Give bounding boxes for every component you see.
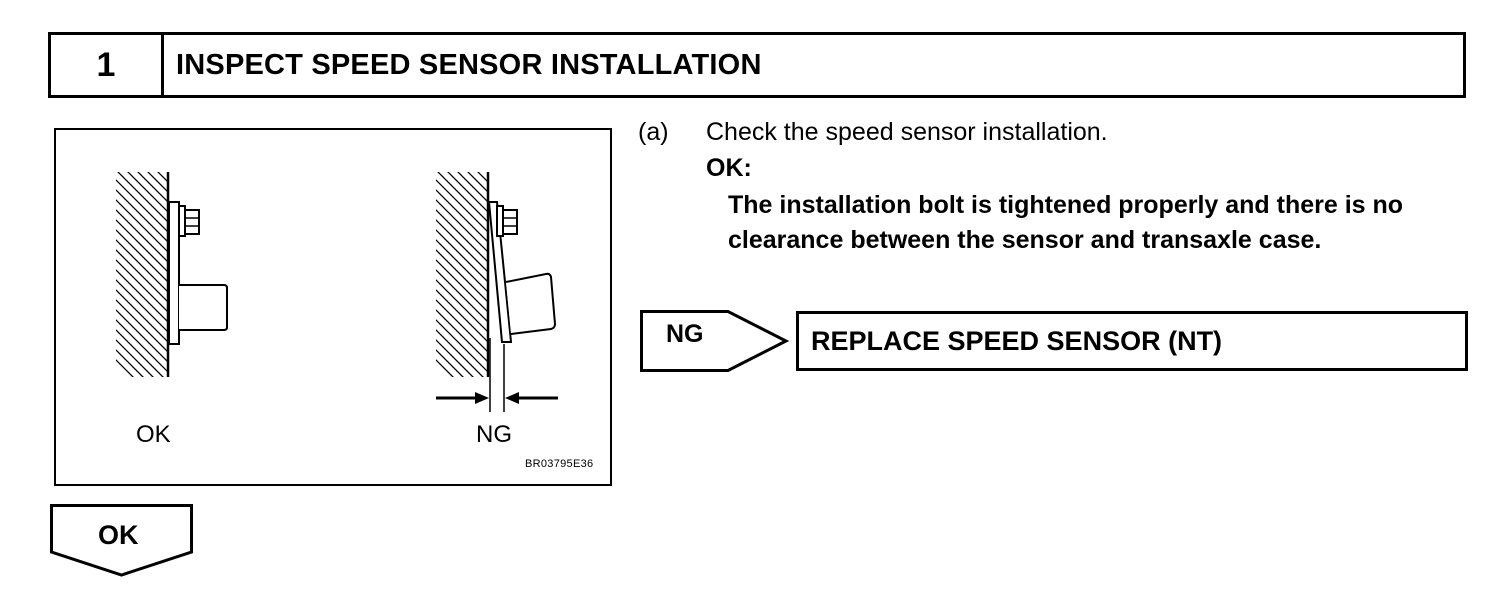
figure-ok-label: OK	[136, 421, 171, 448]
ng-sensor-body	[505, 272, 557, 335]
ok-bolt-head	[184, 209, 200, 235]
ok-housing-hatch	[116, 172, 168, 377]
ok-sensor-body	[179, 284, 228, 331]
ok-sensor-flange	[168, 201, 180, 345]
ok-criteria-description: The installation bolt is tightened prope…	[728, 191, 1404, 254]
figure-ng-label: NG	[476, 421, 512, 448]
ng-branch-tag: NG	[640, 310, 790, 377]
step-header: 1 INSPECT SPEED SENSOR INSTALLATION	[48, 32, 1466, 98]
ok-branch-tag: OK	[50, 504, 196, 583]
ng-housing-hatch	[436, 172, 488, 377]
ok-down-arrow-shape	[50, 504, 193, 577]
instruction-text: Check the speed sensor installation.	[706, 118, 1108, 146]
step-title: INSPECT SPEED SENSOR INSTALLATION	[176, 48, 762, 81]
ng-bolt-head	[502, 209, 518, 235]
arrow-right-icon	[475, 392, 489, 404]
arrow-left-icon	[505, 392, 519, 404]
replace-action-box: REPLACE SPEED SENSOR (NT)	[796, 311, 1468, 371]
sensor-diagram	[116, 172, 558, 412]
step-number: 1	[51, 35, 164, 95]
ng-branch-label: NG	[666, 320, 704, 348]
ok-criteria-label: OK:	[706, 154, 752, 182]
ng-arrow-shape	[640, 310, 790, 372]
instruction-marker: (a)	[638, 118, 669, 146]
figure-code: BR03795E36	[525, 458, 594, 470]
sensor-installation-figure: OK NG BR03795E36	[54, 128, 612, 486]
ng-sensor-flange	[487, 201, 513, 343]
ok-branch-label: OK	[98, 520, 139, 550]
